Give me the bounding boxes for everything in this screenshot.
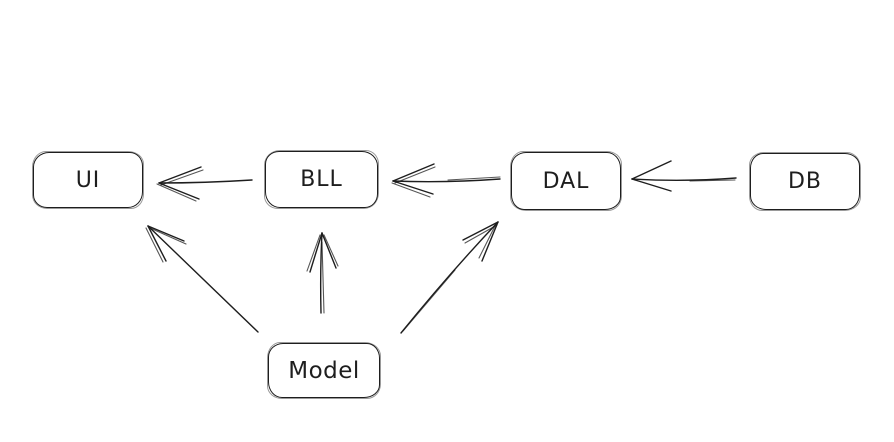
node-bll-label: BLL (300, 167, 343, 192)
node-bll[interactable]: BLL (264, 150, 379, 209)
arrow-model-to-dal[interactable] (400, 221, 499, 334)
arrow-dal-to-bll[interactable] (391, 163, 501, 198)
node-ui-label: UI (75, 167, 101, 193)
node-dal[interactable]: DAL (510, 151, 622, 211)
arrow-bll-to-ui[interactable] (156, 166, 253, 202)
node-db-label: DB (787, 169, 823, 194)
arrow-model-to-ui[interactable] (145, 225, 259, 333)
node-model[interactable]: Model (267, 342, 381, 399)
node-dal-label: DAL (542, 168, 590, 194)
node-model-label: Model (288, 357, 360, 384)
arrow-db-to-dal[interactable] (631, 160, 737, 192)
arrow-model-to-bll[interactable] (306, 232, 339, 314)
node-ui[interactable]: UI (32, 151, 144, 209)
node-db[interactable]: DB (749, 152, 861, 211)
